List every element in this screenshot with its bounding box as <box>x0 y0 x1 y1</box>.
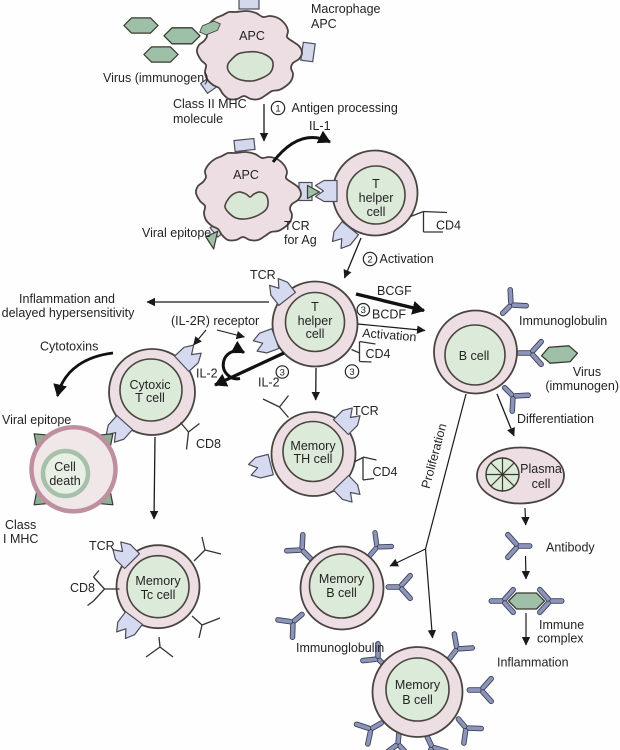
svg-text:3: 3 <box>349 367 354 378</box>
svg-text:CD4: CD4 <box>366 347 391 361</box>
svg-text:T: T <box>311 300 319 314</box>
svg-text:Memory: Memory <box>290 439 336 453</box>
svg-text:Inflammation and: Inflammation and <box>19 292 115 306</box>
svg-text:Tc cell: Tc cell <box>141 588 176 602</box>
svg-text:Cytoxic: Cytoxic <box>130 378 171 392</box>
svg-text:Immune: Immune <box>539 618 584 632</box>
svg-text:Virus (immunogen): Virus (immunogen) <box>103 71 208 85</box>
svg-text:3: 3 <box>280 368 285 379</box>
svg-text:Inflammation: Inflammation <box>497 656 569 670</box>
svg-text:TCR: TCR <box>353 404 379 418</box>
svg-text:IL-2: IL-2 <box>258 376 280 390</box>
svg-text:APC: APC <box>233 168 259 182</box>
svg-text:IL-1: IL-1 <box>309 119 331 133</box>
svg-text:T: T <box>372 177 380 191</box>
svg-text:APC: APC <box>311 17 337 31</box>
svg-text:Class II MHC: Class II MHC <box>173 97 247 111</box>
svg-text:APC: APC <box>239 29 265 43</box>
svg-text:TH cell: TH cell <box>294 452 333 466</box>
svg-text:delayed hypersensitivity: delayed hypersensitivity <box>2 306 135 320</box>
svg-text:Class: Class <box>5 518 36 532</box>
svg-text:Antibody: Antibody <box>546 541 595 555</box>
svg-text:Viral epitope: Viral epitope <box>2 413 71 427</box>
svg-text:B cell: B cell <box>402 693 433 707</box>
svg-text:helper: helper <box>359 191 394 205</box>
svg-text:CD8: CD8 <box>196 437 221 451</box>
svg-text:IL-2: IL-2 <box>196 367 218 381</box>
svg-text:Virus: Virus <box>573 365 601 379</box>
svg-text:B cell: B cell <box>459 349 490 363</box>
svg-text:Differentiation: Differentiation <box>517 412 594 426</box>
svg-text:Memory: Memory <box>395 678 441 692</box>
svg-text:CD4: CD4 <box>373 465 398 479</box>
svg-text:TCR: TCR <box>89 539 115 553</box>
svg-text:cell: cell <box>532 477 551 491</box>
svg-text:(immunogen): (immunogen) <box>545 379 619 393</box>
svg-text:for Ag: for Ag <box>284 233 317 247</box>
svg-text:T cell: T cell <box>135 391 165 405</box>
svg-text:Activation: Activation <box>362 326 417 344</box>
svg-text:I MHC: I MHC <box>3 532 38 546</box>
svg-text:2: 2 <box>367 255 372 266</box>
svg-text:Memory: Memory <box>319 572 365 586</box>
svg-text:Immunoglobulin: Immunoglobulin <box>519 314 607 328</box>
svg-text:Viral epitope: Viral epitope <box>142 226 211 240</box>
svg-text:1: 1 <box>275 104 280 115</box>
svg-text:cell: cell <box>306 327 325 341</box>
svg-text:Macrophage: Macrophage <box>311 2 381 16</box>
svg-text:Antigen processing: Antigen processing <box>292 101 398 115</box>
svg-text:TCR: TCR <box>250 268 276 282</box>
svg-text:Cell: Cell <box>54 460 76 474</box>
svg-text:B cell: B cell <box>326 586 357 600</box>
svg-text:Immunoglobulin: Immunoglobulin <box>296 641 384 655</box>
svg-text:Activation: Activation <box>380 252 434 266</box>
svg-text:BCDF: BCDF <box>372 308 406 322</box>
svg-text:BCGF: BCGF <box>377 284 412 298</box>
svg-text:TCR: TCR <box>284 219 310 233</box>
svg-text:Cytotoxins: Cytotoxins <box>40 340 98 354</box>
svg-text:complex: complex <box>537 632 584 646</box>
svg-text:3: 3 <box>361 305 366 316</box>
svg-text:molecule: molecule <box>173 112 223 126</box>
svg-text:Plasma: Plasma <box>520 462 562 476</box>
svg-text:death: death <box>49 474 80 488</box>
svg-text:CD4: CD4 <box>436 219 461 233</box>
svg-text:CD8: CD8 <box>70 581 95 595</box>
svg-text:cell: cell <box>367 205 386 219</box>
svg-text:helper: helper <box>298 314 333 328</box>
svg-text:Memory: Memory <box>135 574 181 588</box>
svg-text:(IL-2R) receptor: (IL-2R) receptor <box>171 314 259 328</box>
